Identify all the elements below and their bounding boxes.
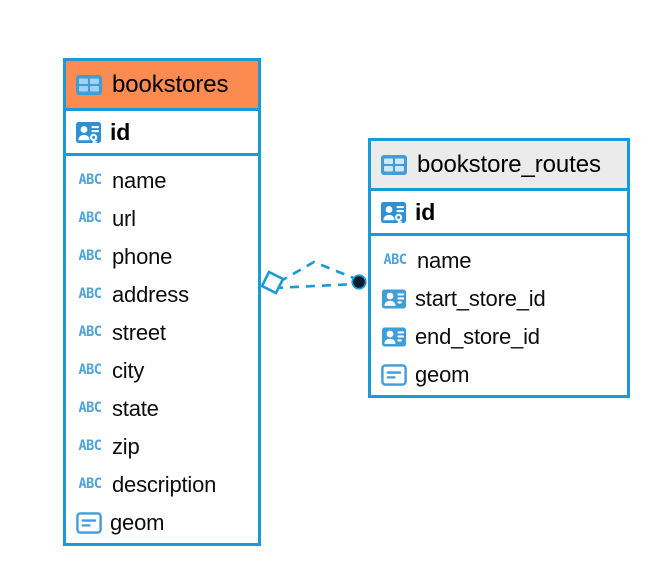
field-label: state bbox=[112, 396, 159, 421]
abc-text-icon: ABC bbox=[381, 251, 409, 271]
field-label: phone bbox=[112, 244, 173, 269]
abc-glyph: ABC bbox=[78, 323, 102, 341]
filled-circle-marker bbox=[351, 274, 367, 290]
field-label: city bbox=[112, 358, 145, 383]
diamond-open-marker bbox=[260, 270, 285, 295]
primary-key-row-bookstores[interactable]: id bbox=[66, 108, 258, 156]
entity-header-bookstores[interactable]: bookstores bbox=[66, 61, 258, 108]
field-label: end_store_id bbox=[415, 324, 540, 349]
table-icon bbox=[75, 71, 103, 99]
field-row[interactable]: end_store_id bbox=[371, 318, 627, 356]
field-label: start_store_id bbox=[415, 286, 546, 311]
field-row[interactable]: ABC description bbox=[66, 466, 258, 504]
abc-glyph: ABC bbox=[78, 171, 102, 189]
abc-text-icon: ABC bbox=[76, 437, 104, 457]
field-row[interactable]: ABC street bbox=[66, 314, 258, 352]
relationship-line-lower bbox=[273, 282, 357, 290]
entity-title: bookstores bbox=[112, 70, 229, 98]
primary-key-label: id bbox=[415, 198, 436, 225]
field-row[interactable]: geom bbox=[371, 356, 627, 394]
abc-glyph: ABC bbox=[78, 361, 102, 379]
field-row[interactable]: ABC address bbox=[66, 276, 258, 314]
field-label: name bbox=[417, 248, 472, 273]
abc-text-icon: ABC bbox=[76, 361, 104, 381]
foreign-key-icon bbox=[381, 324, 407, 350]
abc-glyph: ABC bbox=[383, 251, 407, 269]
abc-text-icon: ABC bbox=[76, 475, 104, 495]
primary-key-icon bbox=[75, 119, 102, 146]
field-row[interactable]: ABC city bbox=[66, 352, 258, 390]
abc-text-icon: ABC bbox=[76, 171, 104, 191]
primary-key-label: id bbox=[110, 118, 131, 145]
primary-key-row-bookstore-routes[interactable]: id bbox=[371, 188, 627, 236]
field-label: geom bbox=[415, 362, 470, 387]
abc-glyph: ABC bbox=[78, 209, 102, 227]
field-row[interactable]: ABC zip bbox=[66, 428, 258, 466]
field-row[interactable]: ABC name bbox=[66, 162, 258, 200]
abc-text-icon: ABC bbox=[76, 399, 104, 419]
entity-table-bookstore-routes[interactable]: bookstore_routes id bbox=[368, 138, 630, 398]
abc-glyph: ABC bbox=[78, 437, 102, 455]
field-label: description bbox=[112, 472, 217, 497]
field-label: url bbox=[112, 206, 136, 231]
field-label: geom bbox=[110, 510, 165, 535]
field-label: name bbox=[112, 168, 167, 193]
field-row[interactable]: ABC state bbox=[66, 390, 258, 428]
field-row[interactable]: ABC url bbox=[66, 200, 258, 238]
abc-glyph: ABC bbox=[78, 247, 102, 265]
field-label: address bbox=[112, 282, 189, 307]
abc-text-icon: ABC bbox=[76, 285, 104, 305]
abc-text-icon: ABC bbox=[76, 323, 104, 343]
field-label: street bbox=[112, 320, 166, 345]
field-label: zip bbox=[112, 434, 140, 459]
entity-header-bookstore-routes[interactable]: bookstore_routes bbox=[371, 141, 627, 188]
relationship-line-upper bbox=[278, 260, 357, 284]
field-list-bookstores: ABC name ABC url ABC phone ABC bbox=[66, 156, 258, 546]
foreign-key-icon bbox=[381, 286, 407, 312]
field-row[interactable]: ABC phone bbox=[66, 238, 258, 276]
field-list-bookstore-routes: ABC name start_store_id bbox=[371, 236, 627, 398]
geometry-icon bbox=[76, 510, 102, 536]
abc-text-icon: ABC bbox=[76, 247, 104, 267]
field-row[interactable]: geom bbox=[66, 504, 258, 542]
geometry-icon bbox=[381, 362, 407, 388]
entity-table-bookstores[interactable]: bookstores id bbox=[63, 58, 261, 546]
abc-text-icon: ABC bbox=[76, 209, 104, 229]
field-row[interactable]: start_store_id bbox=[371, 280, 627, 318]
field-row[interactable]: ABC name bbox=[371, 242, 627, 280]
abc-glyph: ABC bbox=[78, 475, 102, 493]
entity-title: bookstore_routes bbox=[417, 150, 601, 178]
primary-key-icon bbox=[380, 199, 407, 226]
relationship-connector[interactable] bbox=[252, 243, 377, 313]
abc-glyph: ABC bbox=[78, 285, 102, 303]
abc-glyph: ABC bbox=[78, 399, 102, 417]
table-icon bbox=[380, 151, 408, 179]
